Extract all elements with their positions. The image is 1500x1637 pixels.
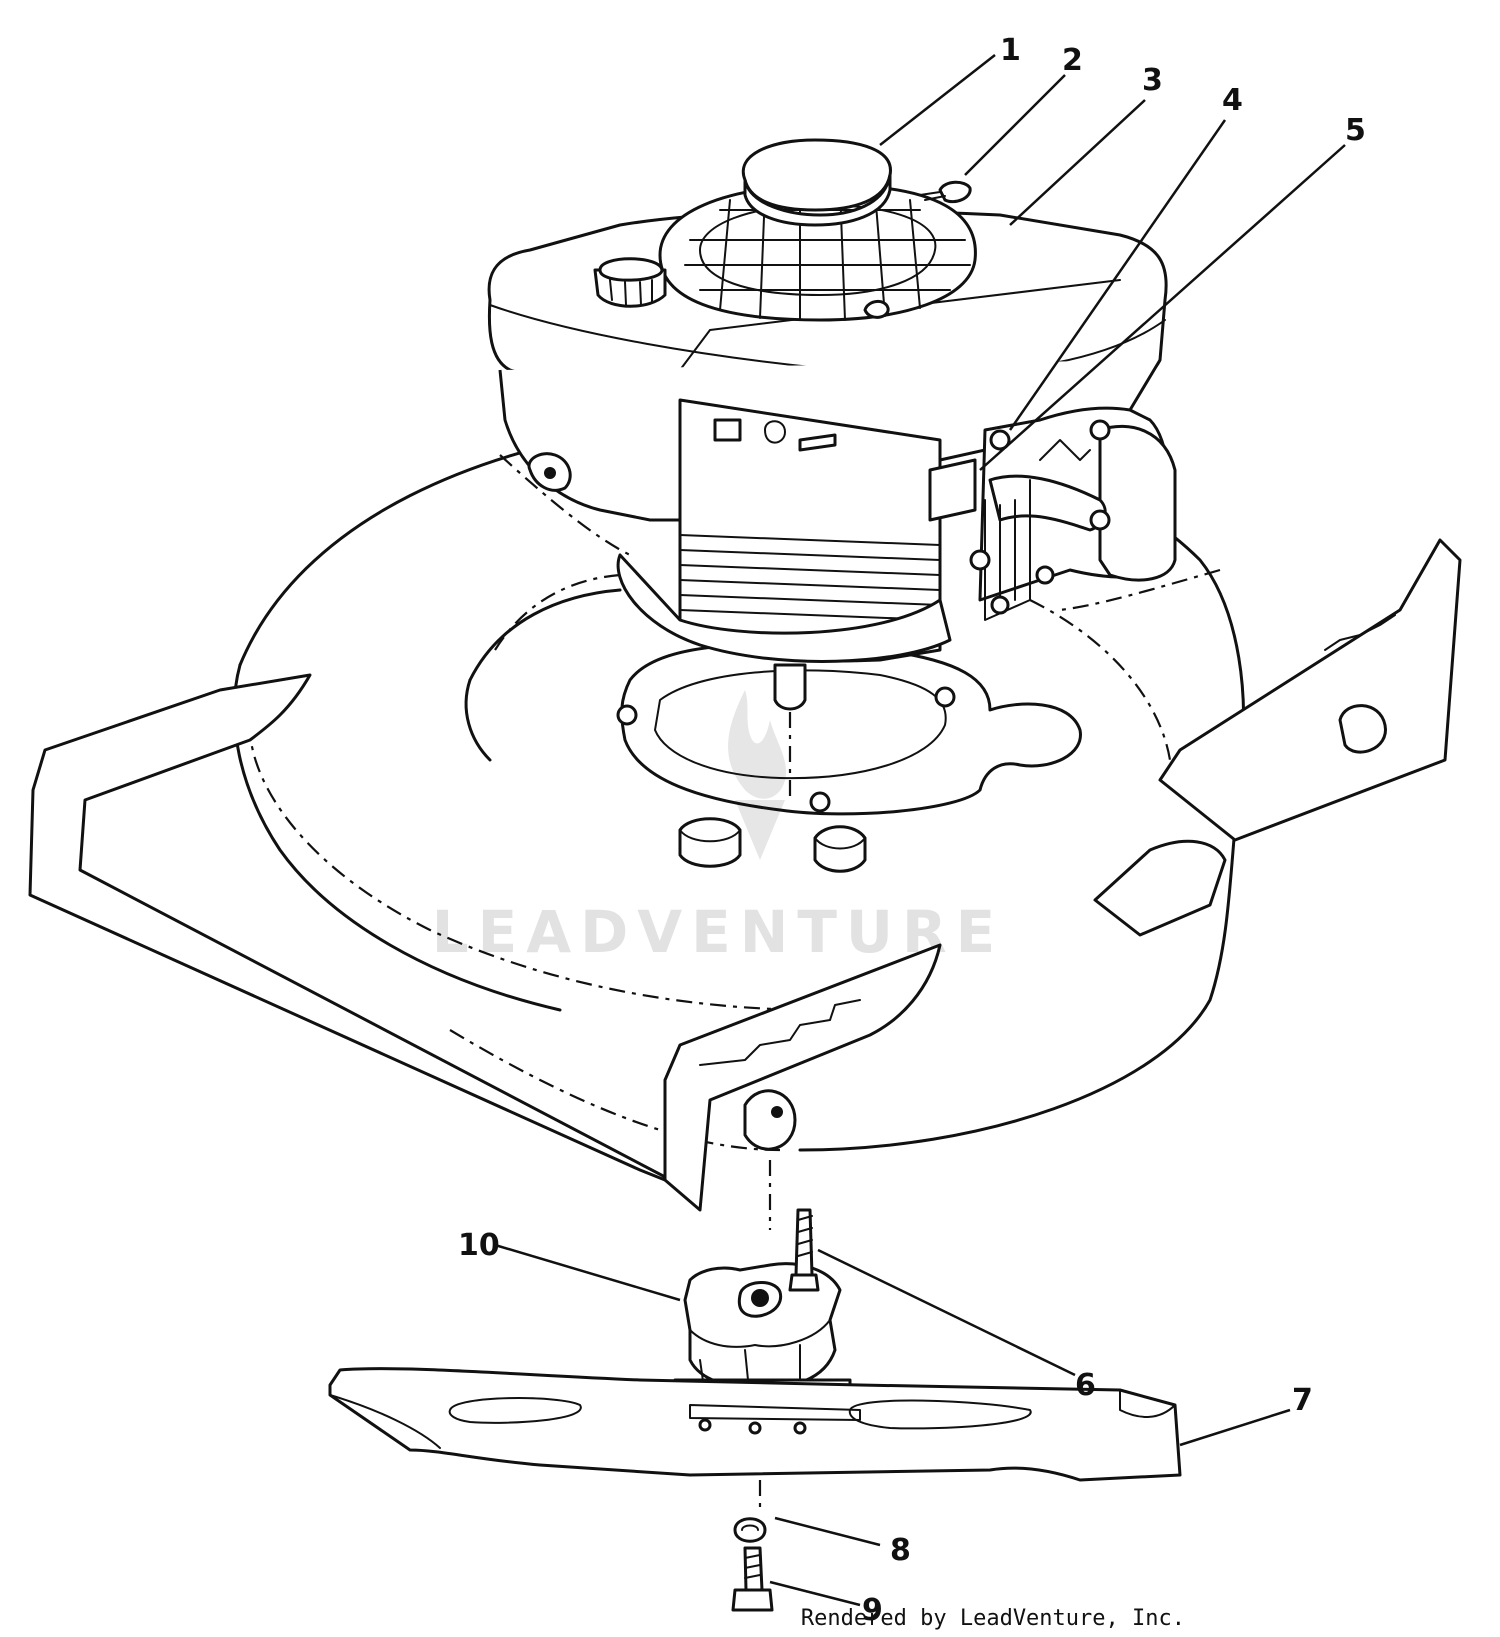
- blade-washer: [733, 1517, 767, 1543]
- callout-1: 1: [1000, 33, 1021, 68]
- callout-10: 10: [458, 1228, 500, 1263]
- right-axle-bracket: [1093, 538, 1462, 937]
- adapter-bolt: [788, 1208, 820, 1292]
- rear-handle-bracket: [28, 673, 692, 1192]
- watermark-text: LEADVENTURE: [432, 898, 1005, 966]
- leadventure-watermark: LEADVENTURE: [432, 690, 1005, 966]
- cooling-fins: [679, 534, 941, 621]
- callout-7: 7: [1292, 1383, 1313, 1418]
- engine: [487, 138, 1177, 800]
- callout-2: 2: [1062, 43, 1083, 78]
- render-credit: Rendered by LeadVenture, Inc.: [801, 1606, 1185, 1631]
- callout-8: 8: [890, 1533, 911, 1568]
- callout-9: 9: [862, 1593, 883, 1628]
- callout-4: 4: [1222, 83, 1243, 118]
- mower-deck: [232, 416, 1246, 1152]
- front-axle-bracket: [663, 943, 942, 1230]
- callout-leaders: [494, 54, 1346, 1607]
- callout-3: 3: [1142, 63, 1163, 98]
- callout-labels: 1 2 3 4 5 6 7 8 9 10: [458, 33, 1366, 1628]
- blade-bolt: [731, 1546, 774, 1612]
- callout-5: 5: [1345, 113, 1366, 148]
- mower-blade: [328, 1367, 1182, 1510]
- callout-6: 6: [1075, 1368, 1096, 1403]
